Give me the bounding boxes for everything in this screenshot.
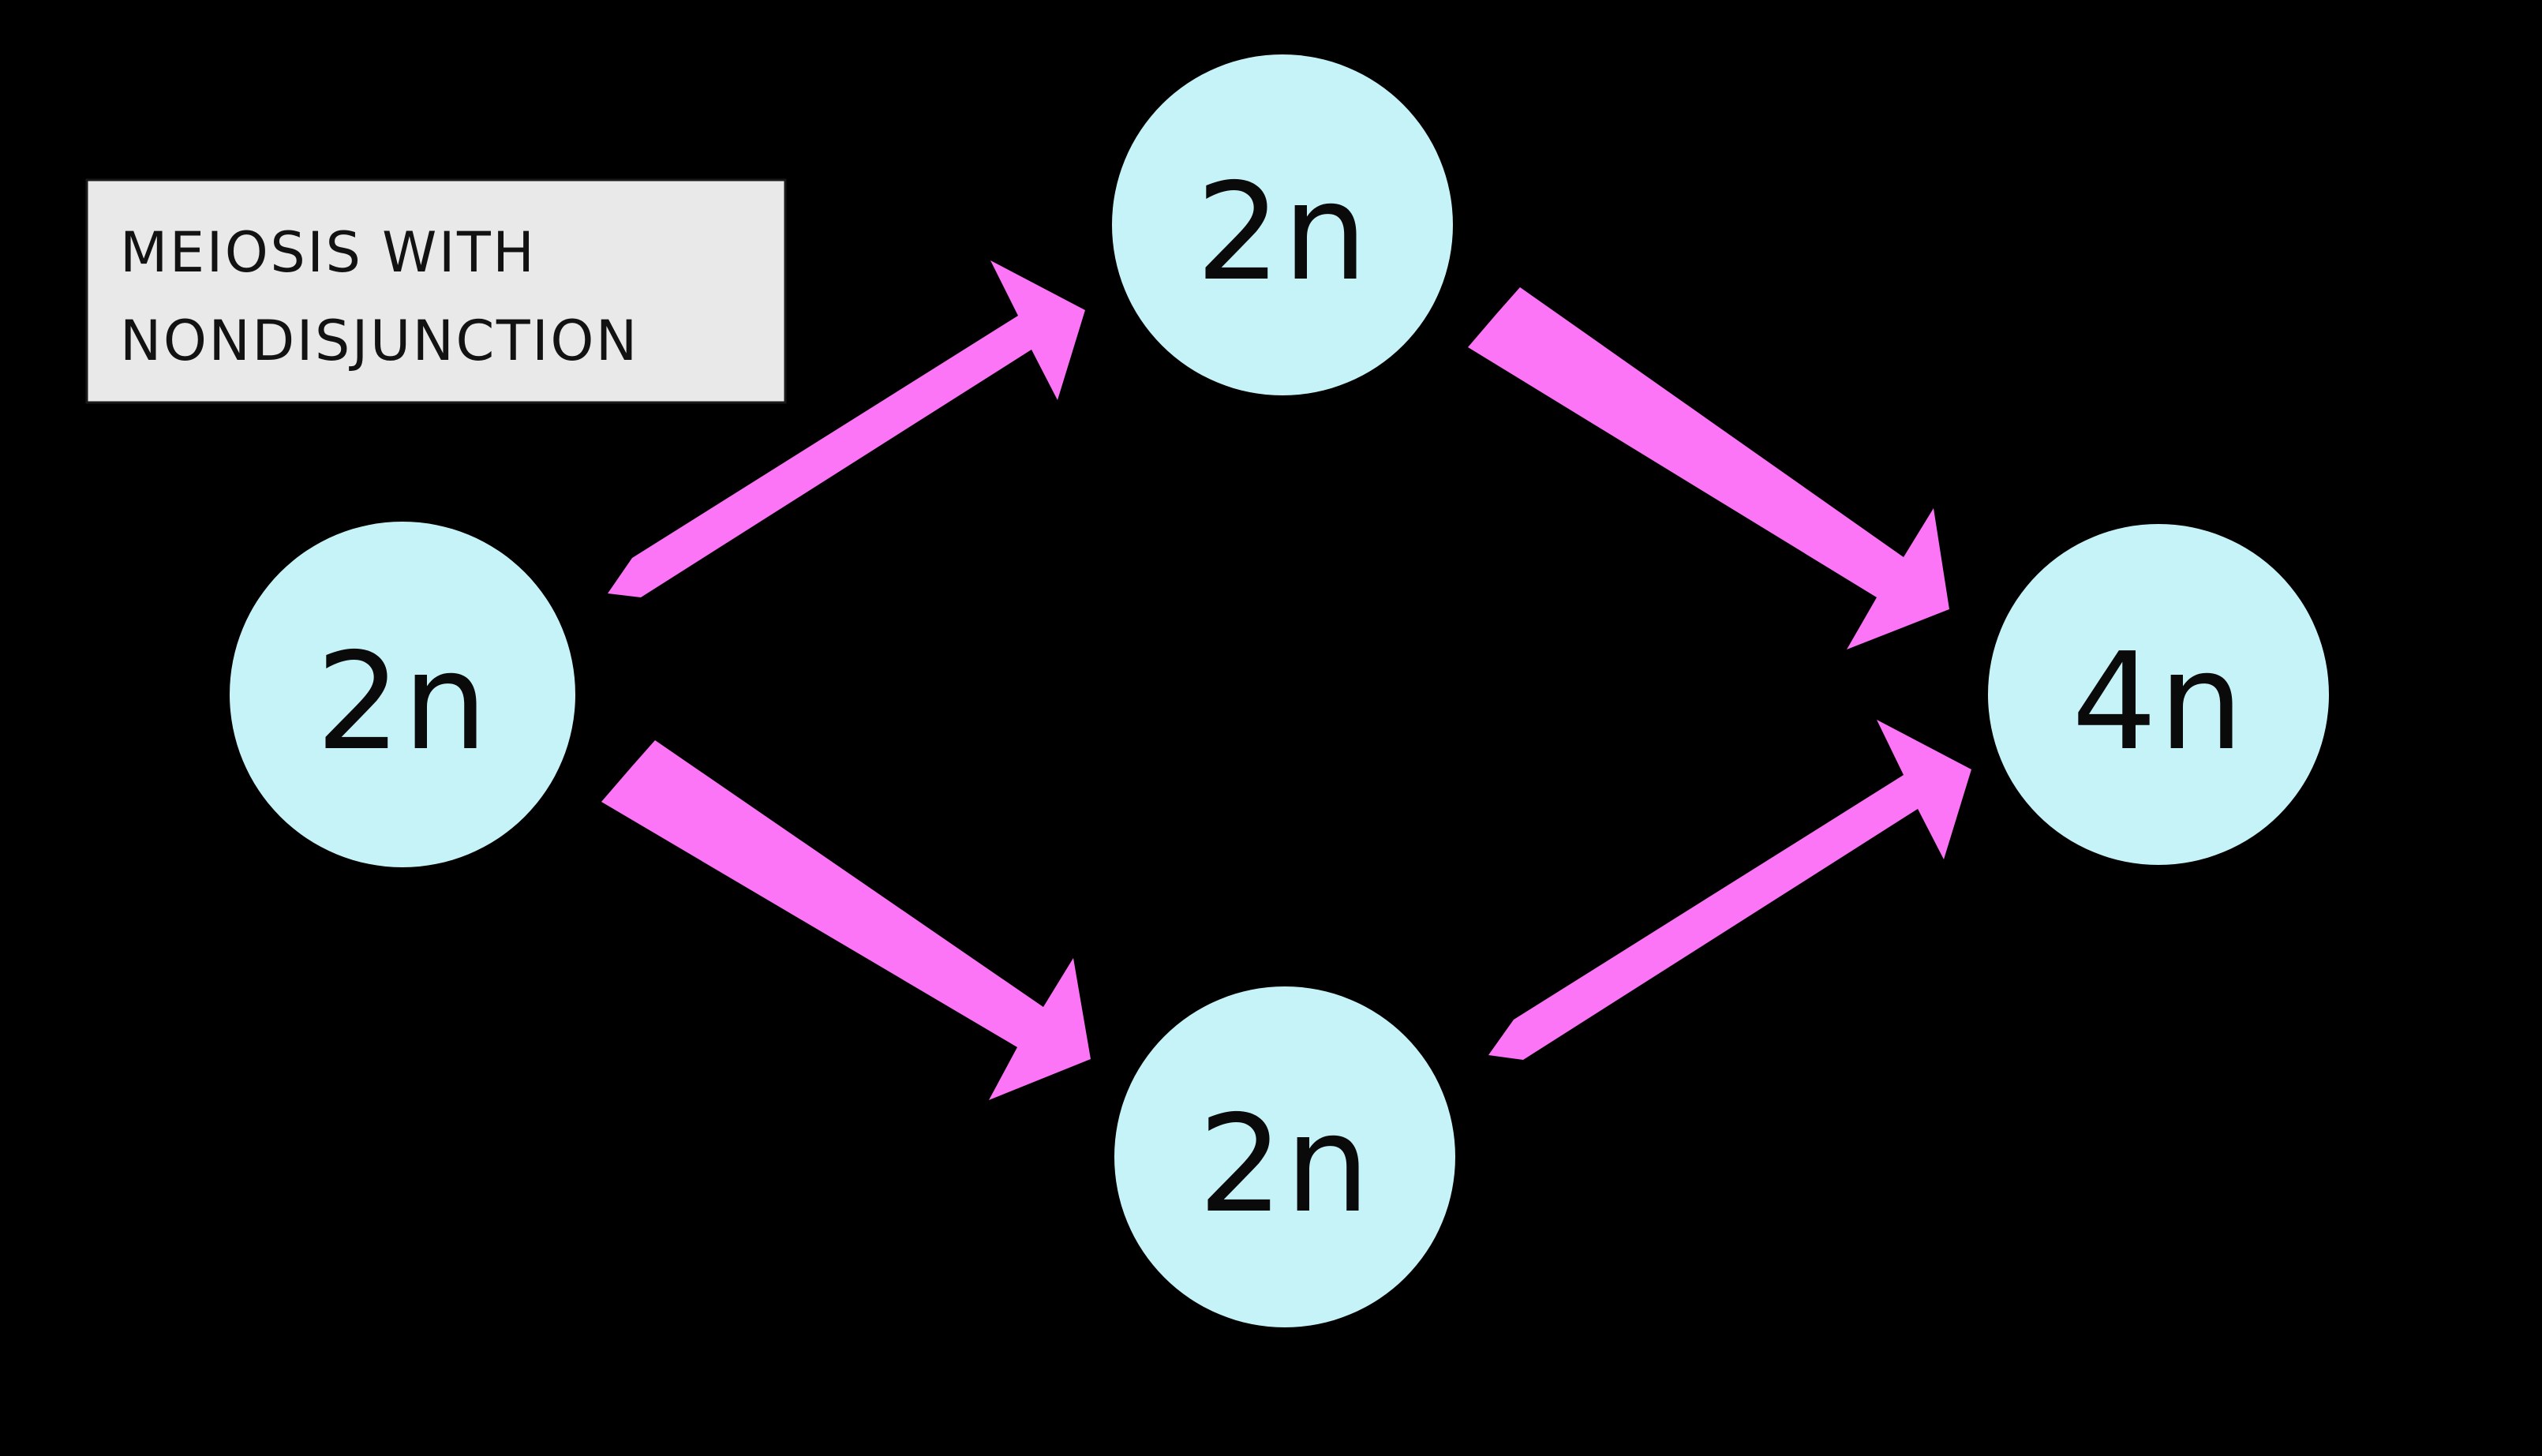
node-zygote-4n[interactable]: 4n (1988, 524, 2329, 865)
caption-box-background (85, 178, 787, 404)
arrow-shape (1468, 287, 1949, 649)
node-circle (230, 522, 575, 867)
node-source-2n[interactable]: 2n (230, 522, 575, 867)
arrow-shape (608, 260, 1085, 597)
caption-line-1: MEIOSIS WITH (120, 220, 536, 285)
node-gamete-bottom-2n[interactable]: 2n (1114, 986, 1455, 1327)
node-label: 4n (2072, 624, 2245, 780)
arrow-bottom-gamete-to-zygote (1488, 720, 1971, 1060)
arrow-shape (1488, 720, 1971, 1060)
caption-line-2: NONDISJUNCTION (120, 309, 639, 373)
caption-box: MEIOSIS WITH NONDISJUNCTION (85, 178, 787, 404)
arrow-shape (601, 740, 1091, 1100)
arrow-source-to-bottom-gamete (601, 740, 1091, 1100)
arrow-top-gamete-to-zygote (1468, 287, 1949, 649)
node-circle (1114, 986, 1455, 1327)
node-label: 2n (1198, 1087, 1372, 1243)
arrow-source-to-top-gamete (608, 260, 1085, 597)
node-label: 2n (316, 624, 489, 780)
node-label: 2n (1196, 155, 1369, 311)
node-circle (1988, 524, 2329, 865)
node-circle (1112, 54, 1453, 395)
node-gamete-top-2n[interactable]: 2n (1112, 54, 1453, 395)
